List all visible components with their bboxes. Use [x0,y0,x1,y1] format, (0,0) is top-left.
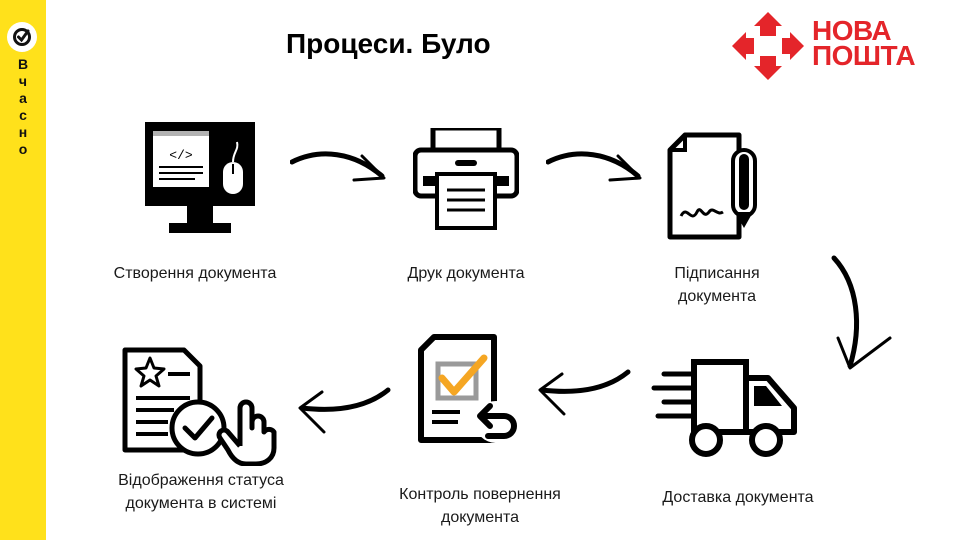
nova-poshta-wordmark: НОВА ПОШТА [812,15,916,71]
flow-arrow-1-to-2 [290,151,386,182]
page-title: Процеси. Було [286,28,491,59]
document-signing-icon [667,132,757,240]
step-caption-sign: Підписання документа [674,265,760,305]
checklist-return-icon [418,334,517,443]
certificate-check-icon [122,347,277,466]
brand-name-vertical: В ч а с н о [13,56,33,158]
vchasno-logo-icon [7,22,37,52]
flow-arrow-4-to-5 [538,369,631,416]
brand-letter: В [17,56,29,72]
svg-text:</>: </> [169,148,193,163]
step-caption-return-control: Контроль повернення документа [399,486,561,526]
brand-letter: ч [18,73,28,89]
flow-arrow-3-to-4 [831,255,892,370]
nova-poshta-logo-icon [732,12,804,80]
printer-icon [413,128,519,230]
delivery-truck-icon [651,359,797,457]
brand-sidebar: В ч а с н о [0,0,46,540]
brand-letter: а [19,90,27,106]
brand-letter: с [19,107,27,123]
brand-letter: н [18,124,28,140]
step-caption-print: Друк документа [407,265,525,282]
nova-poshta-line1: НОВА [812,15,892,46]
step-caption-create: Створення документа [113,265,277,282]
brand-letter: о [18,141,28,157]
step-caption-delivery: Доставка документа [662,489,814,506]
nova-poshta-line2: ПОШТА [812,40,916,71]
flow-arrow-5-to-6 [298,387,391,434]
flow-arrow-2-to-3 [546,151,642,182]
step-caption-status-display: Відображення статуса документа в системі [118,472,284,512]
computer-code-icon: </> [145,122,255,233]
